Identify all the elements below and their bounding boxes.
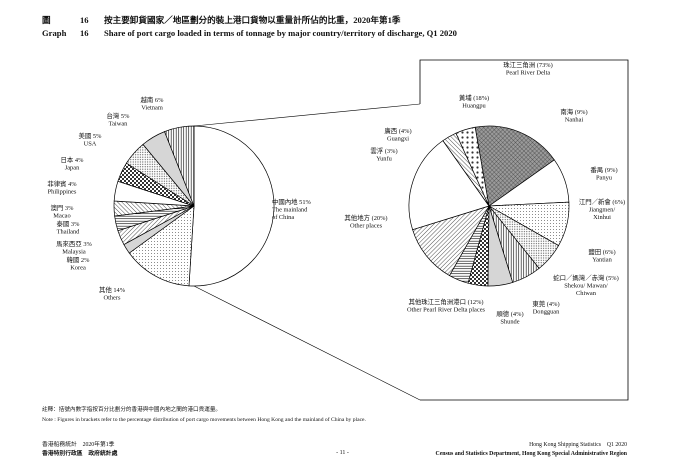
prd-label-2: 番禺 (9%)Panyu bbox=[590, 166, 617, 181]
destination-slice-10 bbox=[164, 125, 195, 207]
footer-left: 香港船務統計 2020年第1季 香港特別行政區 政府統計處 bbox=[42, 441, 117, 459]
destination-label-4: 泰國 3%Thailand bbox=[57, 219, 81, 235]
footer-department-zh: 香港特別行政區 政府統計處 bbox=[42, 451, 118, 457]
connector-bottom bbox=[193, 285, 421, 401]
graph-header-zh: 圖 16 按主要卸貨國家／地區劃分的裝上港口貨物以重量計所佔的比重，2020年第1季 bbox=[42, 14, 401, 26]
note-zh: 註釋：括號內數字指按百分比劃分的香港與中國內地之間的港口貨運量。 bbox=[42, 407, 222, 413]
graph-title-en: Share of port cargo loaded in terms of t… bbox=[104, 28, 457, 38]
prd-label-10: 雲浮 (3%)Yunfu bbox=[370, 146, 397, 162]
destination-pie bbox=[113, 125, 275, 287]
destination-label-5: 澳門 3%Macao bbox=[51, 203, 75, 219]
graph-number-en: 16 bbox=[80, 28, 89, 38]
destination-label-6: 菲律賓 4%Philippines bbox=[47, 179, 77, 195]
prd-label-6: 東莞 (4%)Dongguan bbox=[532, 299, 560, 315]
page-number: - 11 - bbox=[336, 450, 349, 456]
prd-slice-8 bbox=[412, 205, 490, 277]
pearl-river-delta-pie bbox=[408, 125, 570, 287]
footer-department-en: Census and Statistics Department, Hong K… bbox=[435, 451, 627, 457]
destination-label-1: 其他 14%Others bbox=[99, 285, 126, 301]
graph-label-en: Graph bbox=[42, 28, 67, 38]
graph-number-zh: 16 bbox=[80, 15, 89, 25]
inset-frame bbox=[419, 59, 629, 401]
connector-lines bbox=[193, 59, 629, 401]
prd-label-5: 蛇口／媽灣／赤灣 (5%)Shekou/ Mawan/Chiwan bbox=[553, 273, 619, 297]
graph-header-en: Graph 16 Share of port cargo loaded in ter… bbox=[42, 28, 457, 38]
destination-label-8: 美國 5%USA bbox=[79, 131, 103, 147]
prd-label-8: 其他珠江三角洲港口 (12%)Other Pearl River Delta p… bbox=[407, 297, 486, 313]
destination-slice-1 bbox=[128, 205, 195, 287]
prd-title: 珠江三角洲 (73%)Pearl River Delta bbox=[503, 60, 553, 76]
destination-label-9: 台灣 5%Taiwan bbox=[107, 111, 131, 127]
graph-label-zh: 圖 bbox=[42, 15, 51, 25]
pearl-river-delta-pie-labels: 黃埔 (18%)Huangpu 南海 (9%)Nanhai 番禺 (9%)Panyu… bbox=[344, 60, 625, 325]
prd-slice-9 bbox=[408, 140, 490, 231]
prd-label-11: 廣西 (4%)Guangxi bbox=[384, 126, 411, 142]
prd-label-1: 南海 (9%)Nanhai bbox=[560, 107, 587, 123]
prd-label-7: 順德 (4%)Shunde bbox=[496, 309, 523, 325]
prd-label-0: 黃埔 (18%)Huangpu bbox=[459, 93, 489, 109]
chart-note: 註釋：括號內數字指按百分比劃分的香港與中國內地之間的港口貨運量。 Note : … bbox=[42, 405, 366, 425]
note-en: Note : Figures in brackets refer to the … bbox=[42, 417, 366, 423]
footer-publication-zh: 香港船務統計 2020年第1季 bbox=[42, 442, 115, 448]
footer-publication-en: Hong Kong Shipping Statistics Q1 2020 bbox=[529, 442, 627, 448]
graph-title-zh: 按主要卸貨國家／地區劃分的裝上港口貨物以重量計所佔的比重，2020年第1季 bbox=[104, 15, 401, 25]
destination-label-3: 馬來西亞 3%Malaysia bbox=[56, 240, 92, 255]
destination-label-2: 韓國 2%Korea bbox=[67, 255, 91, 271]
prd-label-3: 江門／新會 (6%)Jiangmen/Xinhui bbox=[579, 197, 625, 221]
connector-top bbox=[193, 103, 421, 127]
prd-label-9: 其他地方 (20%)Other places bbox=[344, 213, 387, 229]
destination-slice-0 bbox=[188, 125, 275, 287]
prd-slice-0 bbox=[474, 125, 555, 207]
destination-label-7: 日本 4%Japan bbox=[61, 155, 85, 171]
destination-label-10: 越南 6%Vietnam bbox=[141, 95, 165, 111]
prd-label-4: 鹽田 (6%)Yantian bbox=[588, 247, 615, 263]
prd-slice-11 bbox=[455, 126, 490, 207]
footer-right: Hong Kong Shipping Statistics Q1 2020 Ce… bbox=[436, 441, 627, 459]
